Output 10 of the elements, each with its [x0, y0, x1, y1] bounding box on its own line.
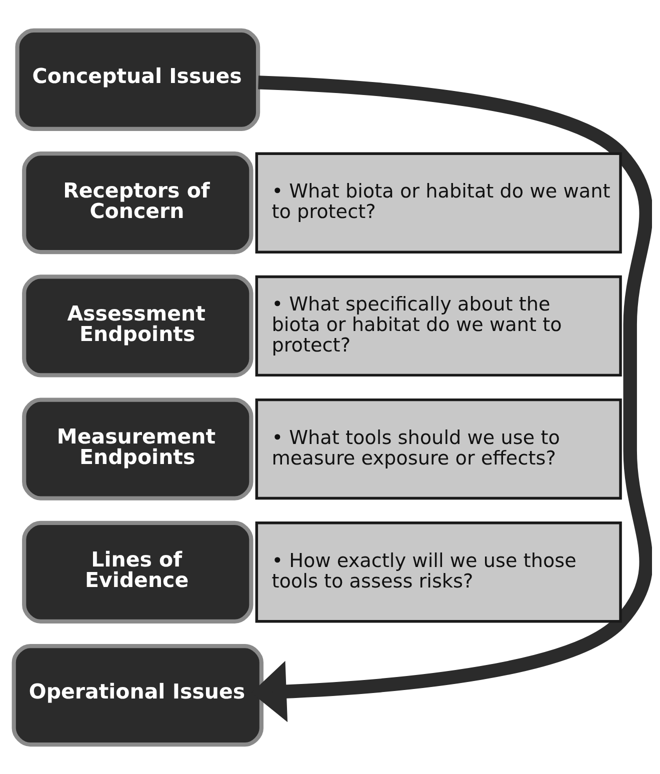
- node-box: • How exactly will we use those tools to assess risks?: [255, 521, 622, 622]
- node-box: • What biota or habitat do we want to protect?: [255, 152, 622, 253]
- node-box: Measurement Endpoints: [22, 397, 254, 500]
- node-box: • What specifically about the biota or habitat do we want to protect?: [255, 274, 622, 376]
- node-box: Conceptual Issues: [15, 28, 260, 131]
- node-box: Receptors of Concern: [22, 151, 254, 254]
- node-box: Lines of Evidence: [22, 520, 254, 623]
- node-box: Operational Issues: [12, 643, 264, 746]
- node-box: Assessment Endpoints: [22, 274, 254, 377]
- node-box: • What tools should we use to measure exposure or effects?: [255, 398, 622, 500]
